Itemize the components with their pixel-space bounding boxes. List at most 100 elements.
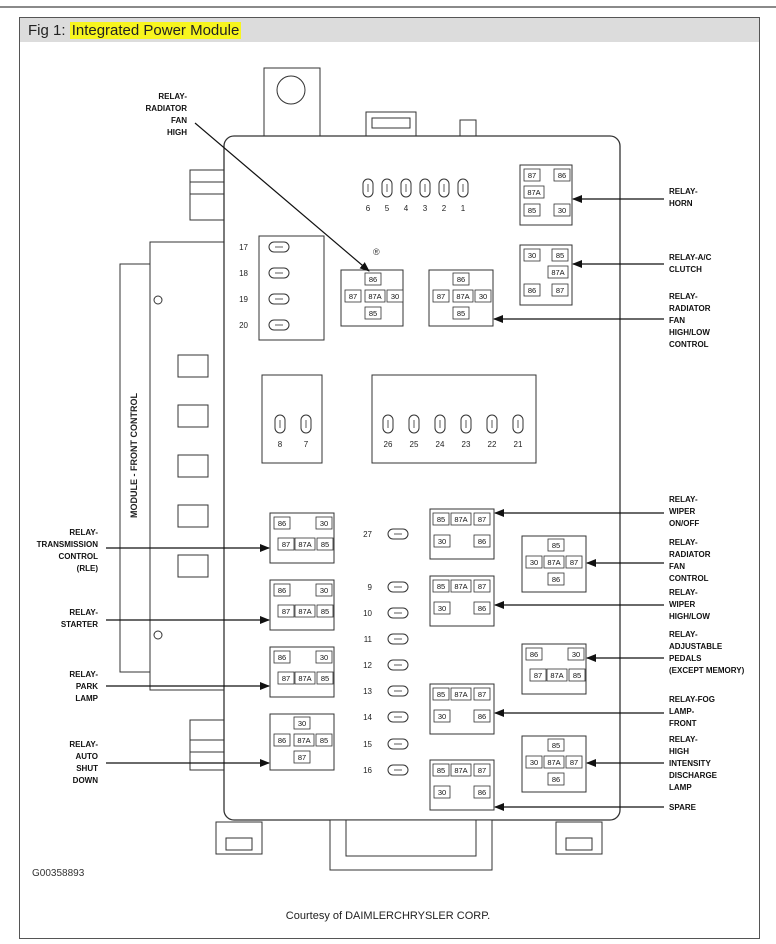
relay-pin: 86 bbox=[278, 519, 286, 528]
fuse-21[interactable]: 21 bbox=[512, 414, 524, 449]
latch-slot bbox=[371, 117, 411, 129]
bottom-clip-left-tab bbox=[225, 837, 253, 851]
fuse-1[interactable]: 1 bbox=[457, 178, 469, 213]
relay-pin: 30 bbox=[438, 537, 446, 546]
figure-prefix: Fig 1: bbox=[28, 22, 70, 39]
top-clip bbox=[459, 119, 477, 137]
fuse-7[interactable]: 7 bbox=[300, 414, 312, 449]
top-connector-latch bbox=[365, 111, 417, 137]
fuse-number: 5 bbox=[385, 204, 390, 213]
fuse-16[interactable]: 16 bbox=[363, 764, 409, 776]
fuse-number: 21 bbox=[514, 440, 523, 449]
relay-pin: 30 bbox=[438, 604, 446, 613]
fuse-number: 14 bbox=[363, 713, 372, 722]
relay-pin: 87 bbox=[570, 758, 578, 767]
courtesy-note: Courtesy of DAIMLERCHRYSLER CORP. bbox=[285, 910, 491, 922]
relay-pin: 87A bbox=[454, 690, 467, 699]
relay-pin: 30 bbox=[320, 519, 328, 528]
relay-pin: 86 bbox=[552, 575, 560, 584]
fuse-5[interactable]: 5 bbox=[381, 178, 393, 213]
relay-pin: 87 bbox=[478, 766, 486, 775]
fuse-block-small bbox=[261, 374, 323, 464]
relay-pin: 87 bbox=[282, 607, 290, 616]
relay-pin: 85 bbox=[528, 206, 536, 215]
fuse-number: 24 bbox=[436, 440, 445, 449]
fuse-number: 10 bbox=[363, 609, 372, 618]
fuse-number: 19 bbox=[239, 295, 248, 304]
fuse-4[interactable]: 4 bbox=[400, 178, 412, 213]
fuse-20[interactable]: 20 bbox=[239, 319, 290, 331]
fuse-6[interactable]: 6 bbox=[362, 178, 374, 213]
fuse-22[interactable]: 22 bbox=[486, 414, 498, 449]
relay-pin: 87A bbox=[454, 582, 467, 591]
fuse-10[interactable]: 10 bbox=[363, 607, 409, 619]
relay-pin: 85 bbox=[321, 674, 329, 683]
figure-title-highlight: Integrated Power Module bbox=[69, 22, 242, 39]
fuse-13[interactable]: 13 bbox=[363, 685, 409, 697]
relay-pin: 87A bbox=[454, 515, 467, 524]
callout-arrows bbox=[106, 122, 664, 811]
relay-pin: 86 bbox=[528, 286, 536, 295]
relay-pin: 87A bbox=[547, 758, 560, 767]
relay-pin: 85 bbox=[556, 251, 564, 260]
relay-pin: 85 bbox=[437, 515, 445, 524]
fuse-2[interactable]: 2 bbox=[438, 178, 450, 213]
fuse-27[interactable]: 27 bbox=[363, 528, 409, 540]
fuse-number: 9 bbox=[368, 583, 373, 592]
fuse-8[interactable]: 8 bbox=[274, 414, 286, 449]
fuse-26[interactable]: 26 bbox=[382, 414, 394, 449]
fuse-18[interactable]: 18 bbox=[239, 267, 290, 279]
relay-pin: 30 bbox=[438, 788, 446, 797]
fuse-9[interactable]: 9 bbox=[368, 581, 409, 593]
fuse-17[interactable]: 17 bbox=[239, 241, 290, 253]
relay-pin: 87A bbox=[454, 766, 467, 775]
fuse-14[interactable]: 14 bbox=[363, 711, 409, 723]
fuse-number: 11 bbox=[364, 635, 373, 644]
relay-pin: 30 bbox=[572, 650, 580, 659]
mount-hole bbox=[276, 75, 306, 105]
fuse-11[interactable]: 11 bbox=[364, 633, 409, 645]
figure-header: Fig 1: Integrated Power Module bbox=[20, 18, 759, 42]
fuse-25[interactable]: 25 bbox=[408, 414, 420, 449]
fuse-number: 7 bbox=[304, 440, 309, 449]
fuse-12[interactable]: 12 bbox=[363, 659, 409, 671]
relay-pin: 86 bbox=[278, 653, 286, 662]
fuse-number: 18 bbox=[239, 269, 248, 278]
bottom-connector-inner bbox=[345, 819, 477, 857]
fuse-number: 20 bbox=[239, 321, 248, 330]
fuse-15[interactable]: 15 bbox=[363, 738, 409, 750]
relay-pin: 30 bbox=[298, 719, 306, 728]
relay-pin: 30 bbox=[528, 251, 536, 260]
fuse-number: 2 bbox=[442, 204, 447, 213]
fuse-24[interactable]: 24 bbox=[434, 414, 446, 449]
fuse-23[interactable]: 23 bbox=[460, 414, 472, 449]
relay-pin: 87A bbox=[298, 607, 311, 616]
fuse-block-left bbox=[258, 235, 325, 341]
fuse-number: 22 bbox=[488, 440, 497, 449]
fuse-19[interactable]: 19 bbox=[239, 293, 290, 305]
fuse-3[interactable]: 3 bbox=[419, 178, 431, 213]
fuse-number: 15 bbox=[363, 740, 372, 749]
